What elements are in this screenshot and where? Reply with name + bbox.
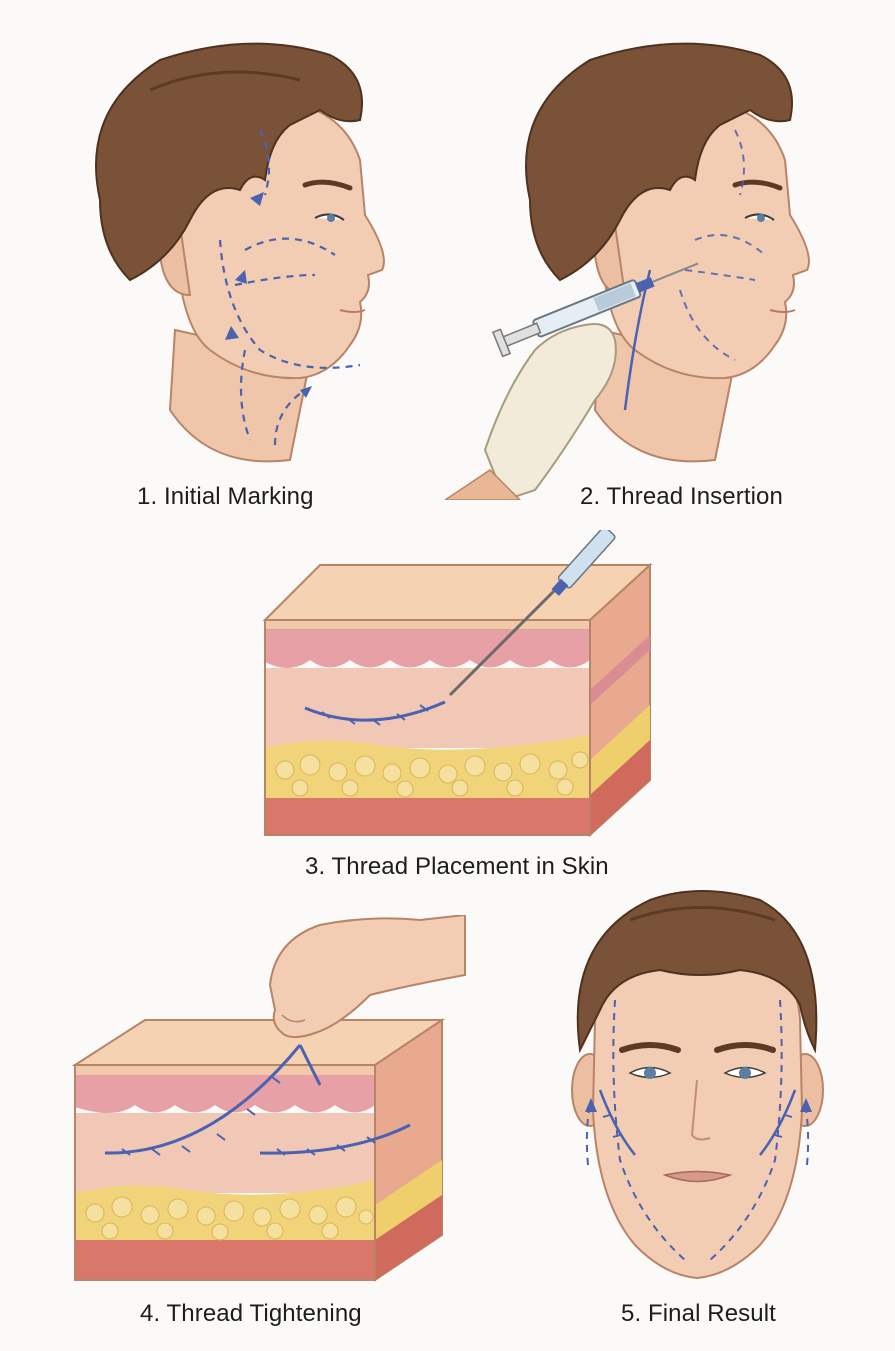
step-2-panel (445, 30, 855, 500)
profile-head-marked-illustration (60, 30, 420, 470)
step-1-panel (60, 30, 420, 470)
step-4-panel (70, 915, 480, 1285)
step-1-label: 1. Initial Marking (137, 483, 314, 511)
profile-head-injection-illustration (445, 30, 855, 500)
front-face-result-illustration (560, 880, 835, 1290)
step-3-label: 3. Thread Placement in Skin (305, 853, 609, 881)
skin-thread-tightening-illustration (70, 915, 480, 1285)
step-5-label: 5. Final Result (621, 1300, 776, 1328)
step-4-label: 4. Thread Tightening (140, 1300, 362, 1328)
skin-cross-section-illustration (260, 530, 660, 840)
step-5-panel (560, 880, 835, 1290)
step-2-label: 2. Thread Insertion (580, 483, 783, 511)
step-3-panel (260, 530, 660, 840)
